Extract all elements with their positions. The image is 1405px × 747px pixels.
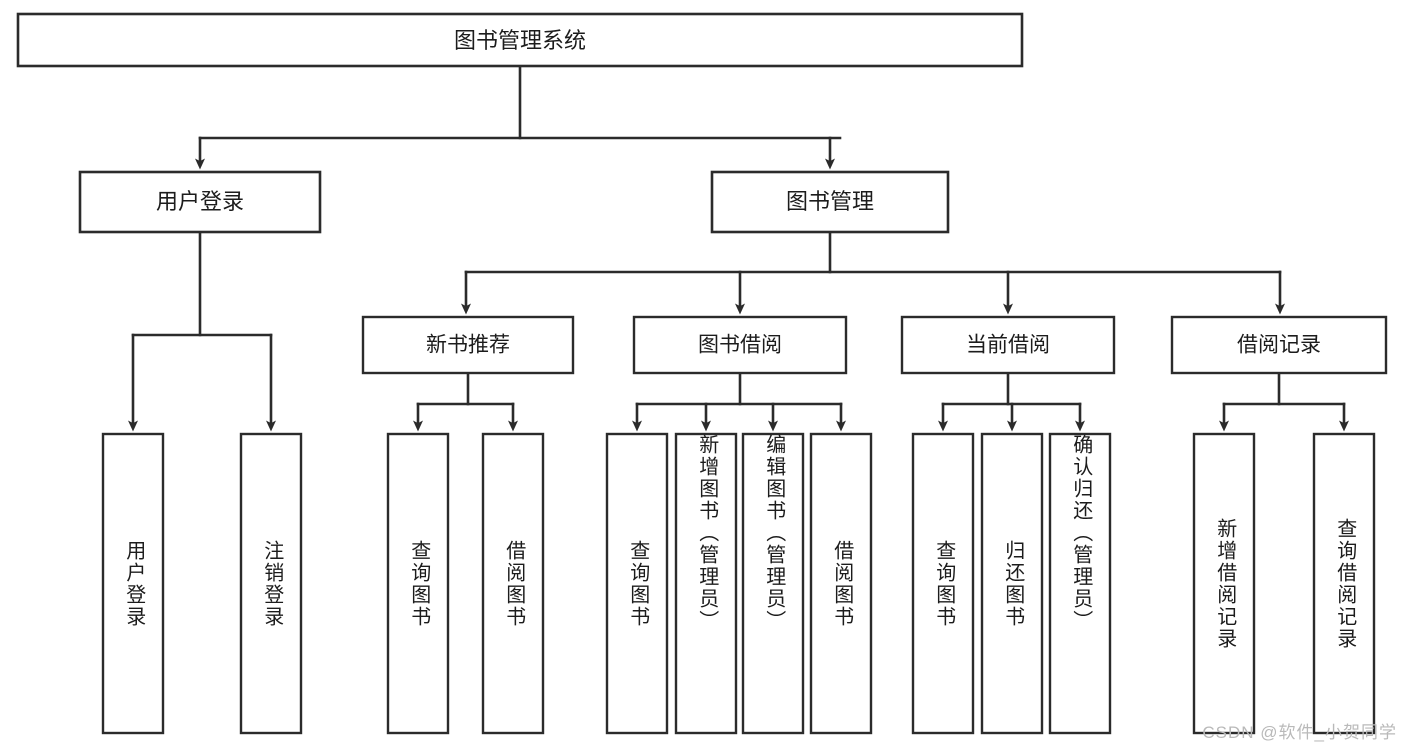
edges-bookmgmt-to-level2: [461, 230, 1285, 315]
edges-current-to-leaves: [938, 371, 1085, 432]
node-new-book-recommend-label: 新书推荐: [426, 334, 510, 357]
leaf-box[interactable]: [239, 432, 303, 735]
edges-borrow-to-leaves: [632, 371, 846, 432]
leaf-boxes: [101, 432, 1376, 735]
leaf-box[interactable]: [481, 432, 545, 735]
leaf-box[interactable]: [911, 432, 975, 735]
node-borrow-records-label: 借阅记录: [1237, 334, 1321, 357]
node-user-login[interactable]: 用户登录: [78, 170, 322, 234]
edges-userlogin-to-leaves: [128, 230, 276, 432]
leaf-box[interactable]: [1312, 432, 1376, 735]
leaf-box[interactable]: [674, 432, 738, 735]
node-book-borrow-label: 图书借阅: [698, 334, 782, 357]
node-root[interactable]: 图书管理系统: [16, 12, 1024, 68]
leaf-box[interactable]: [1192, 432, 1256, 735]
node-current-borrow-label: 当前借阅: [966, 334, 1050, 357]
edges-root-to-level1: [195, 64, 842, 170]
node-user-login-label: 用户登录: [156, 189, 244, 214]
edges-records-to-leaves: [1219, 371, 1349, 432]
edges-newbook-to-leaves: [413, 371, 518, 432]
node-borrow-records[interactable]: 借阅记录: [1170, 315, 1388, 375]
node-book-management[interactable]: 图书管理: [710, 170, 950, 234]
node-book-borrow[interactable]: 图书借阅: [632, 315, 848, 375]
leaf-box[interactable]: [809, 432, 873, 735]
node-root-label: 图书管理系统: [454, 28, 586, 53]
leaf-box[interactable]: [1048, 432, 1112, 735]
node-current-borrow[interactable]: 当前借阅: [900, 315, 1116, 375]
leaf-box[interactable]: [980, 432, 1044, 735]
leaf-box[interactable]: [386, 432, 450, 735]
watermark-text: CSDN @软件_小贺同学: [1202, 723, 1397, 742]
leaf-box[interactable]: [741, 432, 805, 735]
node-book-management-label: 图书管理: [786, 189, 874, 214]
node-new-book-recommend[interactable]: 新书推荐: [361, 315, 575, 375]
leaf-box[interactable]: [101, 432, 165, 735]
leaf-box[interactable]: [605, 432, 669, 735]
